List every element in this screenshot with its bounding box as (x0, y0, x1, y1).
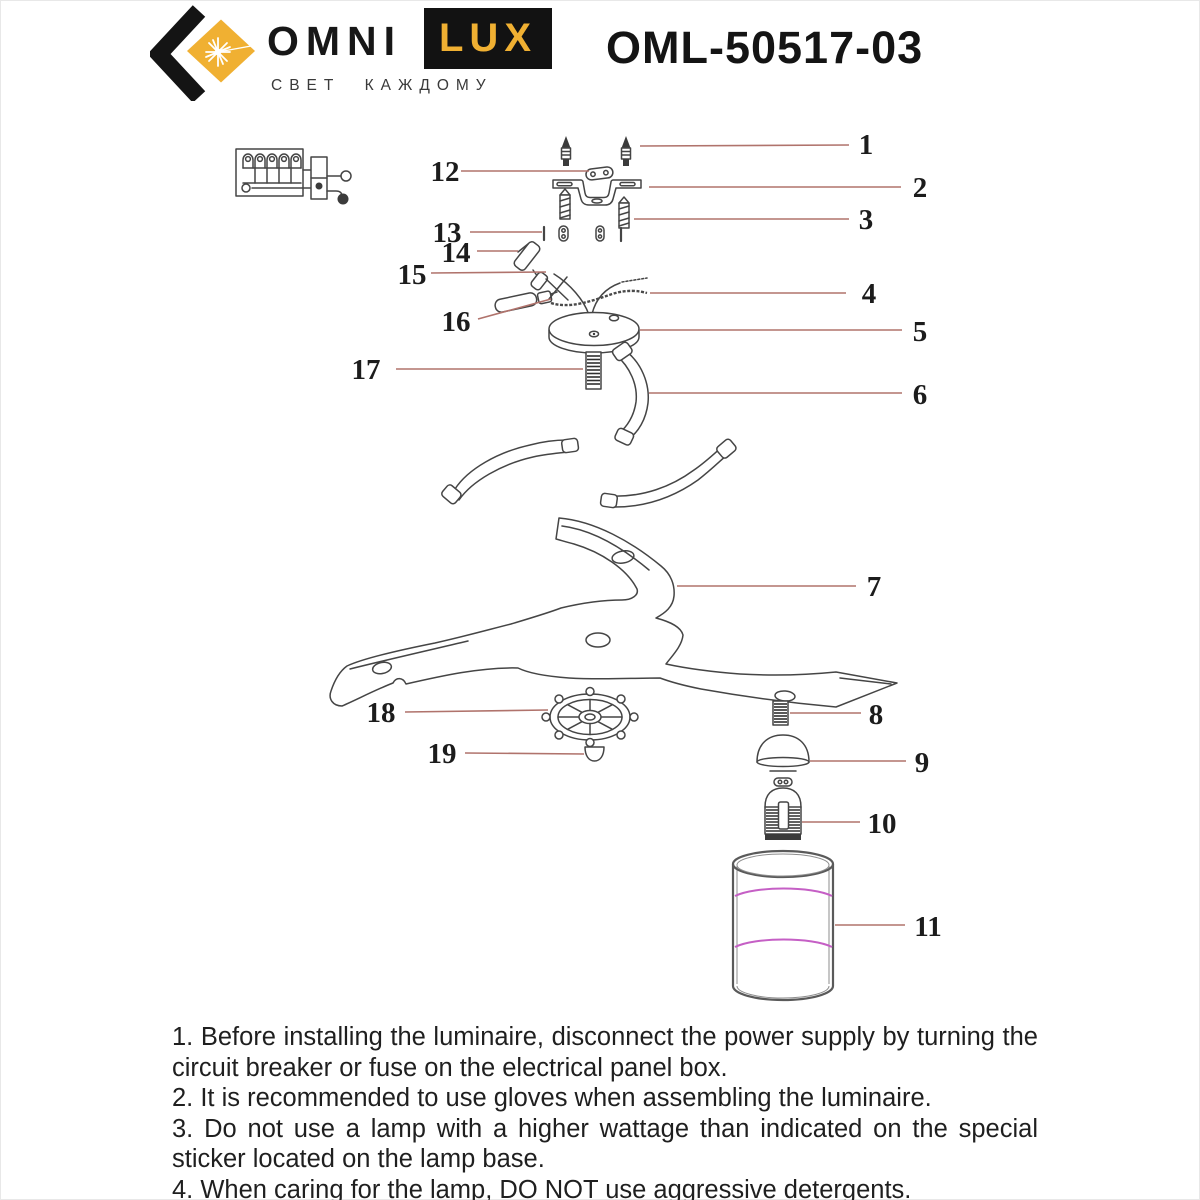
safety-instructions: 1. Before installing the luminaire, disc… (172, 1022, 1038, 1200)
callout-3: 3 (859, 204, 874, 236)
part-1-mounting-screws (560, 136, 632, 166)
callout-19: 19 (428, 738, 457, 770)
callout-14: 14 (442, 237, 471, 269)
leader-lines (396, 144, 906, 926)
callout-17: 17 (352, 354, 381, 386)
callout-4: 4 (862, 278, 877, 310)
part-12-wire-connector (585, 166, 614, 181)
part-13-small-screws (542, 225, 623, 243)
leader-line-16 (477, 298, 552, 320)
part-2-mounting-bracket (552, 179, 642, 206)
callout-18: 18 (367, 697, 396, 729)
part-16-terminal (494, 290, 558, 313)
part-15-connector (530, 269, 549, 291)
callout-6: 6 (913, 379, 928, 411)
instruction-item-2: 2. It is recommended to use gloves when … (172, 1084, 932, 1112)
brand-lux-box: LUX (424, 8, 552, 69)
model-number: OML-50517-03 (606, 22, 924, 73)
leader-line-18 (404, 709, 549, 713)
callout-10: 10 (868, 808, 897, 840)
part-18-ship-wheel-decor (541, 686, 639, 748)
callout-8: 8 (869, 699, 884, 731)
part-14-terminal (513, 241, 541, 271)
part-19-end-cap (584, 746, 605, 762)
part-17-threaded-nipple (585, 351, 602, 390)
terminal-wiring-diagram (235, 148, 352, 205)
part-4-supply-wires (545, 273, 648, 316)
callout-numbers: 1 2 3 4 5 6 7 8 9 10 11 12 13 14 15 16 1… (352, 129, 942, 943)
callout-12: 12 (431, 156, 460, 188)
callout-9: 9 (915, 747, 930, 779)
part-11-glass-shade (731, 849, 835, 1002)
part-9-dome-cap (756, 734, 810, 787)
instruction-item-4: 4. When caring for the lamp, DO NOT use … (172, 1175, 912, 1200)
logo-chevron-icon (150, 5, 206, 101)
brand-name-omni: OMNI (267, 18, 403, 64)
callout-13: 13 (433, 217, 462, 249)
part-5-ceiling-canopy (548, 311, 640, 354)
part-6-curved-arm (611, 341, 649, 446)
leader-line-1 (639, 144, 850, 147)
curved-arm-right (599, 438, 737, 509)
instruction-item-3: 3. Do not use a lamp with a higher watta… (172, 1114, 1038, 1174)
part-10-lamp-socket (764, 787, 802, 840)
leader-line-19 (464, 752, 585, 755)
callout-15: 15 (398, 259, 427, 291)
instruction-item-1: 1. Before installing the luminaire, disc… (172, 1023, 1038, 1082)
callout-2: 2 (913, 172, 928, 204)
brand-name-lux: LUX (439, 16, 537, 60)
callout-11: 11 (914, 911, 941, 943)
omnilux-logo-icon (150, 5, 255, 101)
callout-5: 5 (913, 316, 928, 348)
callout-7: 7 (867, 571, 882, 603)
part-3-wall-anchors (559, 188, 630, 229)
callout-1: 1 (859, 129, 874, 161)
logo-sunburst-icon (205, 37, 252, 67)
part-8-threaded-stud (772, 700, 789, 726)
leader-line-15 (430, 271, 547, 274)
part-7-fixture-body (329, 517, 898, 708)
callout-16: 16 (442, 306, 471, 338)
curved-arm-left (441, 437, 580, 505)
brand-tagline: СВЕТ КАЖДОМУ (271, 77, 493, 94)
